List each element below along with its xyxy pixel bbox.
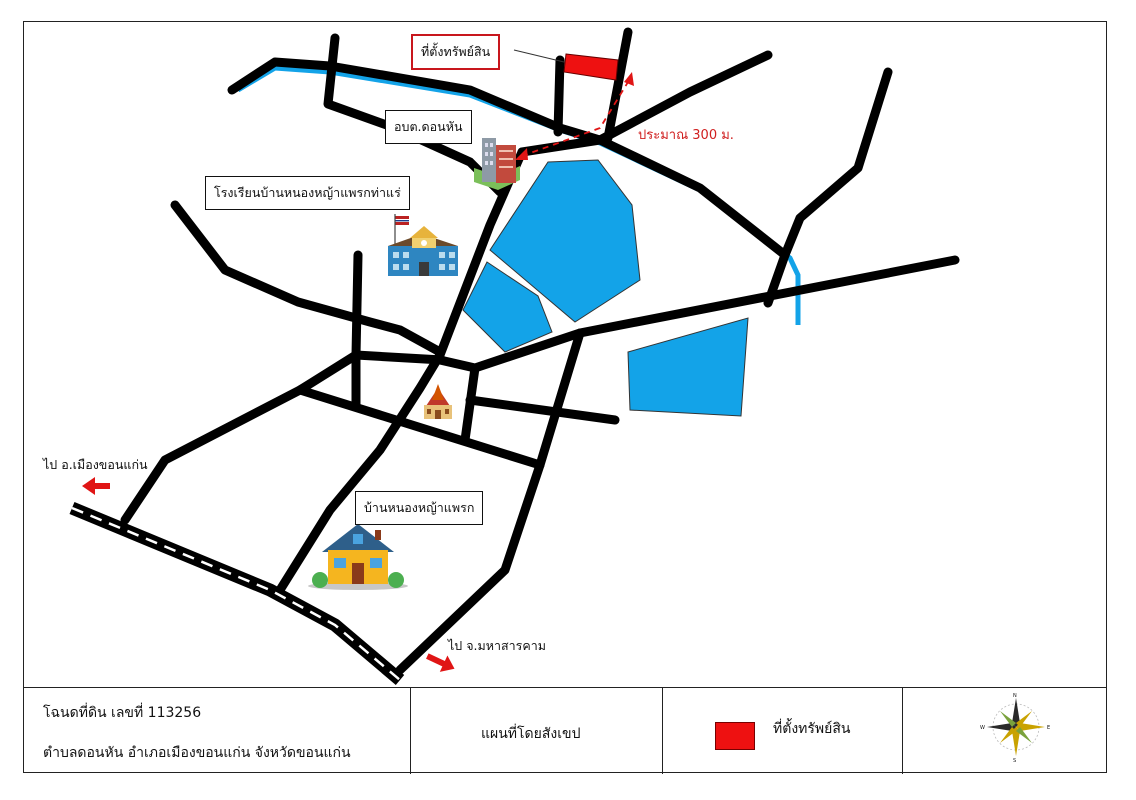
distance-label: ประมาณ 300 ม.	[638, 128, 734, 143]
pond	[627, 317, 749, 417]
legend-label: ที่ตั้งทรัพย์สิน	[773, 721, 851, 737]
compass-s: S	[1013, 758, 1016, 764]
title-block: โฉนดที่ดิน เลขที่ 113256 ตำบลดอนหัน อำเภ…	[23, 687, 1107, 774]
school-label: โรงเรียนบ้านหนองหญ้าแพรกท่าแร่	[205, 176, 410, 210]
label-leader-line	[513, 49, 565, 63]
property-location-label: ที่ตั้งทรัพย์สิน	[411, 34, 501, 70]
compass-e: E	[1047, 725, 1050, 731]
village-label: บ้านหนองหญ้าแพรก	[355, 491, 484, 525]
compass-rose-icon: N S E W	[980, 693, 1050, 764]
sao-label: อบต.ดอนหัน	[385, 110, 472, 144]
distance-pointer	[521, 81, 629, 157]
highway-centerline	[71, 506, 401, 681]
pond	[489, 159, 641, 323]
to-khon-kaen-label: ไป อ.เมืองขอนแก่น	[43, 457, 148, 472]
legend-cell: ที่ตั้งทรัพย์สิน	[663, 688, 903, 774]
deed-cell: โฉนดที่ดิน เลขที่ 113256 ตำบลดอนหัน อำเภ…	[23, 688, 411, 774]
property-parcel	[563, 53, 619, 81]
map-type-cell: แผนที่โดยสังเขป	[411, 688, 663, 774]
map-frame	[23, 21, 1107, 773]
house-icon	[308, 524, 408, 590]
compass-n: N	[1013, 693, 1017, 699]
property-address: ตำบลดอนหัน อำเภอเมืองขอนแก่น จังหวัดขอนแ…	[43, 745, 351, 761]
compass-w: W	[980, 725, 985, 731]
direction-arrow-icon	[426, 653, 455, 672]
deed-number: โฉนดที่ดิน เลขที่ 113256	[43, 705, 202, 721]
temple-icon	[424, 384, 452, 419]
pond	[462, 261, 553, 353]
direction-arrow-icon	[82, 477, 110, 495]
pointer-arrowhead	[624, 72, 634, 86]
pointer-arrowhead	[515, 148, 528, 160]
legend-swatch	[715, 722, 755, 750]
office-building-icon	[474, 138, 520, 190]
road-network	[120, 27, 960, 675]
to-maha-sarakham-label: ไป จ.มหาสารคาม	[448, 638, 546, 653]
map-type: แผนที่โดยสังเขป	[481, 726, 581, 742]
school-icon	[388, 214, 458, 276]
